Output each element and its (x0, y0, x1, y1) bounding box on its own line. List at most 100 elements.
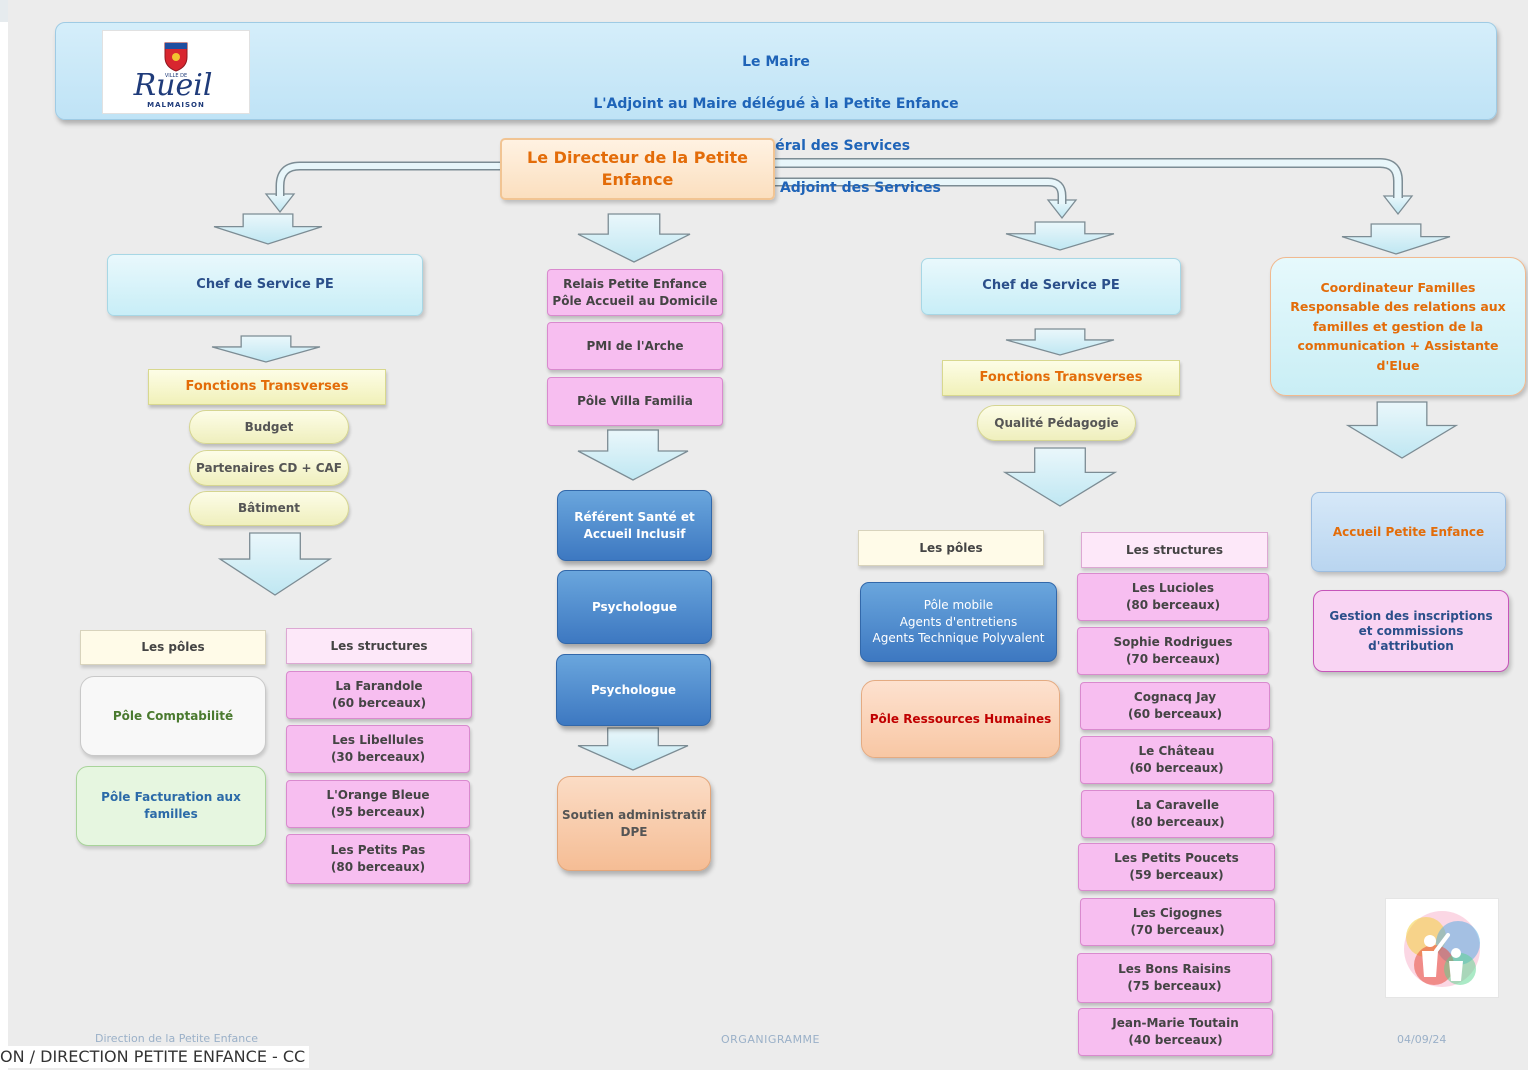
referent-sante-box: Référent Santé et Accueil Inclusif (557, 490, 712, 561)
down-arrow-icon (577, 429, 689, 481)
left-chef-service-label: Chef de Service PE (196, 276, 334, 292)
structure-label: Les Libellules (30 berceaux) (330, 733, 426, 764)
down-arrow-icon (577, 727, 689, 771)
children-illustration (1385, 898, 1499, 998)
right-fonctions-label: Fonctions Transverses (979, 369, 1143, 385)
left-chef-service-box: Chef de Service PE (107, 254, 423, 316)
down-arrow-icon (1345, 401, 1459, 459)
header-line-mayor: Le Maire (742, 54, 810, 70)
pole-rh-label: Pôle Ressources Humaines (869, 711, 1052, 726)
down-arrow-icon (211, 335, 321, 363)
structure-les-cigognes: Les Cigognes (70 berceaux) (1080, 898, 1275, 946)
mayor-header-box: Le Maire L'Adjoint au Maire délégué à la… (55, 22, 1497, 196)
structure-la-caravelle: La Caravelle (80 berceaux) (1081, 790, 1274, 838)
psychologue-box-2: Psychologue (556, 654, 711, 726)
accueil-label: Accueil Petite Enfance (1332, 524, 1485, 539)
structure-la-farandole: La Farandole (60 berceaux) (286, 671, 472, 719)
qualite-label: Qualité Pédagogie (994, 415, 1119, 430)
down-arrow-icon (577, 213, 691, 263)
structure-label: L'Orange Bleue (95 berceaux) (326, 788, 430, 819)
pmi-arche-box: PMI de l'Arche (547, 322, 723, 370)
header-line-adjoint: L'Adjoint au Maire délégué à la Petite E… (593, 96, 959, 112)
gestion-label: Gestion des inscriptions et commissions … (1329, 608, 1493, 653)
footer-left: Direction de la Petite Enfance (95, 1032, 259, 1045)
structure-l-orange-bleue: L'Orange Bleue (95 berceaux) (286, 780, 470, 828)
structure-le-chateau: Le Château (60 berceaux) (1080, 736, 1273, 784)
header-line-dgas: Le Directeur Général Adjoint des Service… (611, 180, 941, 196)
rueil-malmaison-logo: VILLE DE Rueil MALMAISON (102, 30, 250, 114)
structure-label: Les Lucioles (80 berceaux) (1125, 581, 1221, 612)
soutien-label: Soutien administratif DPE (561, 807, 707, 839)
relais-label: Relais Petite Enfance Pôle Accueil au Do… (552, 276, 718, 308)
left-poles-header: Les pôles (80, 630, 266, 665)
structure-label: Le Château (60 berceaux) (1129, 744, 1224, 775)
structure-jean-marie-toutain: Jean-Marie Toutain (40 berceaux) (1078, 1008, 1273, 1056)
pole-facturation-box: Pôle Facturation aux familles (76, 766, 266, 846)
page-bottom-caption: ON / DIRECTION PETITE ENFANCE - CC (0, 1046, 310, 1068)
structure-label: Les Cigognes (70 berceaux) (1130, 906, 1225, 937)
right-structures-header: Les structures (1081, 532, 1268, 568)
structure-label: Cognacq Jay (60 berceaux) (1127, 690, 1223, 721)
budget-label: Budget (244, 419, 294, 434)
city-crest-icon: VILLE DE Rueil MALMAISON (133, 42, 213, 109)
structure-label: Les Petits Poucets (59 berceaux) (1114, 851, 1239, 882)
right-chef-service-box: Chef de Service PE (921, 258, 1181, 315)
footer-center: ORGANIGRAMME (721, 1033, 821, 1046)
pole-facturation-label: Pôle Facturation aux familles (101, 790, 241, 821)
children-silhouettes-icon (1404, 911, 1480, 987)
director-label: Le Directeur de la Petite Enfance (527, 147, 748, 189)
coordinateur-label: Coordinateur Familles Responsable des re… (1290, 280, 1506, 373)
down-arrow-icon (1341, 223, 1451, 255)
connector-to-coordinateur-fill (775, 159, 1402, 198)
referent-sante-label: Référent Santé et Accueil Inclusif (574, 509, 695, 541)
partenaires-label: Partenaires CD + CAF (196, 460, 342, 475)
logo-name-text: Rueil (133, 68, 213, 103)
structure-label: Les Petits Pas (80 berceaux) (330, 843, 426, 874)
structure-les-libellules: Les Libellules (30 berceaux) (286, 725, 470, 773)
right-structures-label: Les structures (1125, 542, 1224, 557)
budget-pill: Budget (189, 410, 349, 444)
pole-comptabilite-box: Pôle Comptabilité (80, 676, 266, 756)
structure-les-bons-raisins: Les Bons Raisins (75 berceaux) (1077, 953, 1272, 1003)
structure-label: Les Bons Raisins (75 berceaux) (1118, 962, 1231, 993)
partenaires-pill: Partenaires CD + CAF (189, 450, 349, 486)
header-line-dgs: Le Directeur Général des Services (641, 138, 911, 154)
footer-date: 04/09/24 (1397, 1033, 1447, 1046)
pole-mobile-label: Pôle mobile Agents d'entretiens Agents T… (872, 597, 1045, 646)
soutien-administratif-box: Soutien administratif DPE (557, 776, 711, 871)
gestion-inscriptions-box: Gestion des inscriptions et commissions … (1313, 590, 1509, 672)
pole-villa-familia-box: Pôle Villa Familia (547, 377, 723, 426)
down-arrow-icon (213, 213, 323, 245)
structure-label: Jean-Marie Toutain (40 berceaux) (1112, 1016, 1239, 1047)
logo-city-text: MALMAISON (147, 101, 205, 109)
qualite-pedagogie-pill: Qualité Pédagogie (977, 405, 1136, 441)
connector-to-right-chef-fill (775, 179, 1065, 204)
left-poles-label: Les pôles (141, 640, 205, 655)
relais-petite-enfance-box: Relais Petite Enfance Pôle Accueil au Do… (547, 269, 723, 316)
psychologue-label: Psychologue (591, 599, 678, 614)
header-lines: Le Maire L'Adjoint au Maire délégué à la… (56, 31, 1496, 220)
pole-mobile-box: Pôle mobile Agents d'entretiens Agents T… (860, 582, 1057, 662)
batiment-pill: Bâtiment (189, 491, 349, 526)
villa-familia-label: Pôle Villa Familia (577, 394, 693, 409)
left-fonctions-label: Fonctions Transverses (185, 378, 349, 394)
structure-cognacq-jay: Cognacq Jay (60 berceaux) (1080, 682, 1270, 730)
left-structures-header: Les structures (286, 628, 472, 664)
accueil-petite-enfance-box: Accueil Petite Enfance (1311, 492, 1506, 572)
down-arrow-icon (1005, 328, 1115, 356)
down-arrow-icon (1002, 447, 1118, 507)
structure-sophie-rodrigues: Sophie Rodrigues (70 berceaux) (1077, 627, 1269, 675)
right-poles-label: Les pôles (919, 540, 983, 555)
right-chef-service-label: Chef de Service PE (982, 278, 1120, 294)
pole-comptabilite-label: Pôle Comptabilité (112, 708, 234, 723)
structure-label: La Caravelle (80 berceaux) (1130, 798, 1225, 829)
structure-les-petits-poucets: Les Petits Poucets (59 berceaux) (1078, 843, 1275, 891)
pole-ressources-humaines-box: Pôle Ressources Humaines (861, 680, 1060, 758)
structure-label: La Farandole (60 berceaux) (331, 679, 427, 710)
psychologue-box-1: Psychologue (557, 570, 712, 644)
connector-to-left-chef-fill (277, 163, 500, 196)
left-structures-label: Les structures (330, 638, 428, 653)
logo-top-text: VILLE DE (165, 73, 187, 79)
